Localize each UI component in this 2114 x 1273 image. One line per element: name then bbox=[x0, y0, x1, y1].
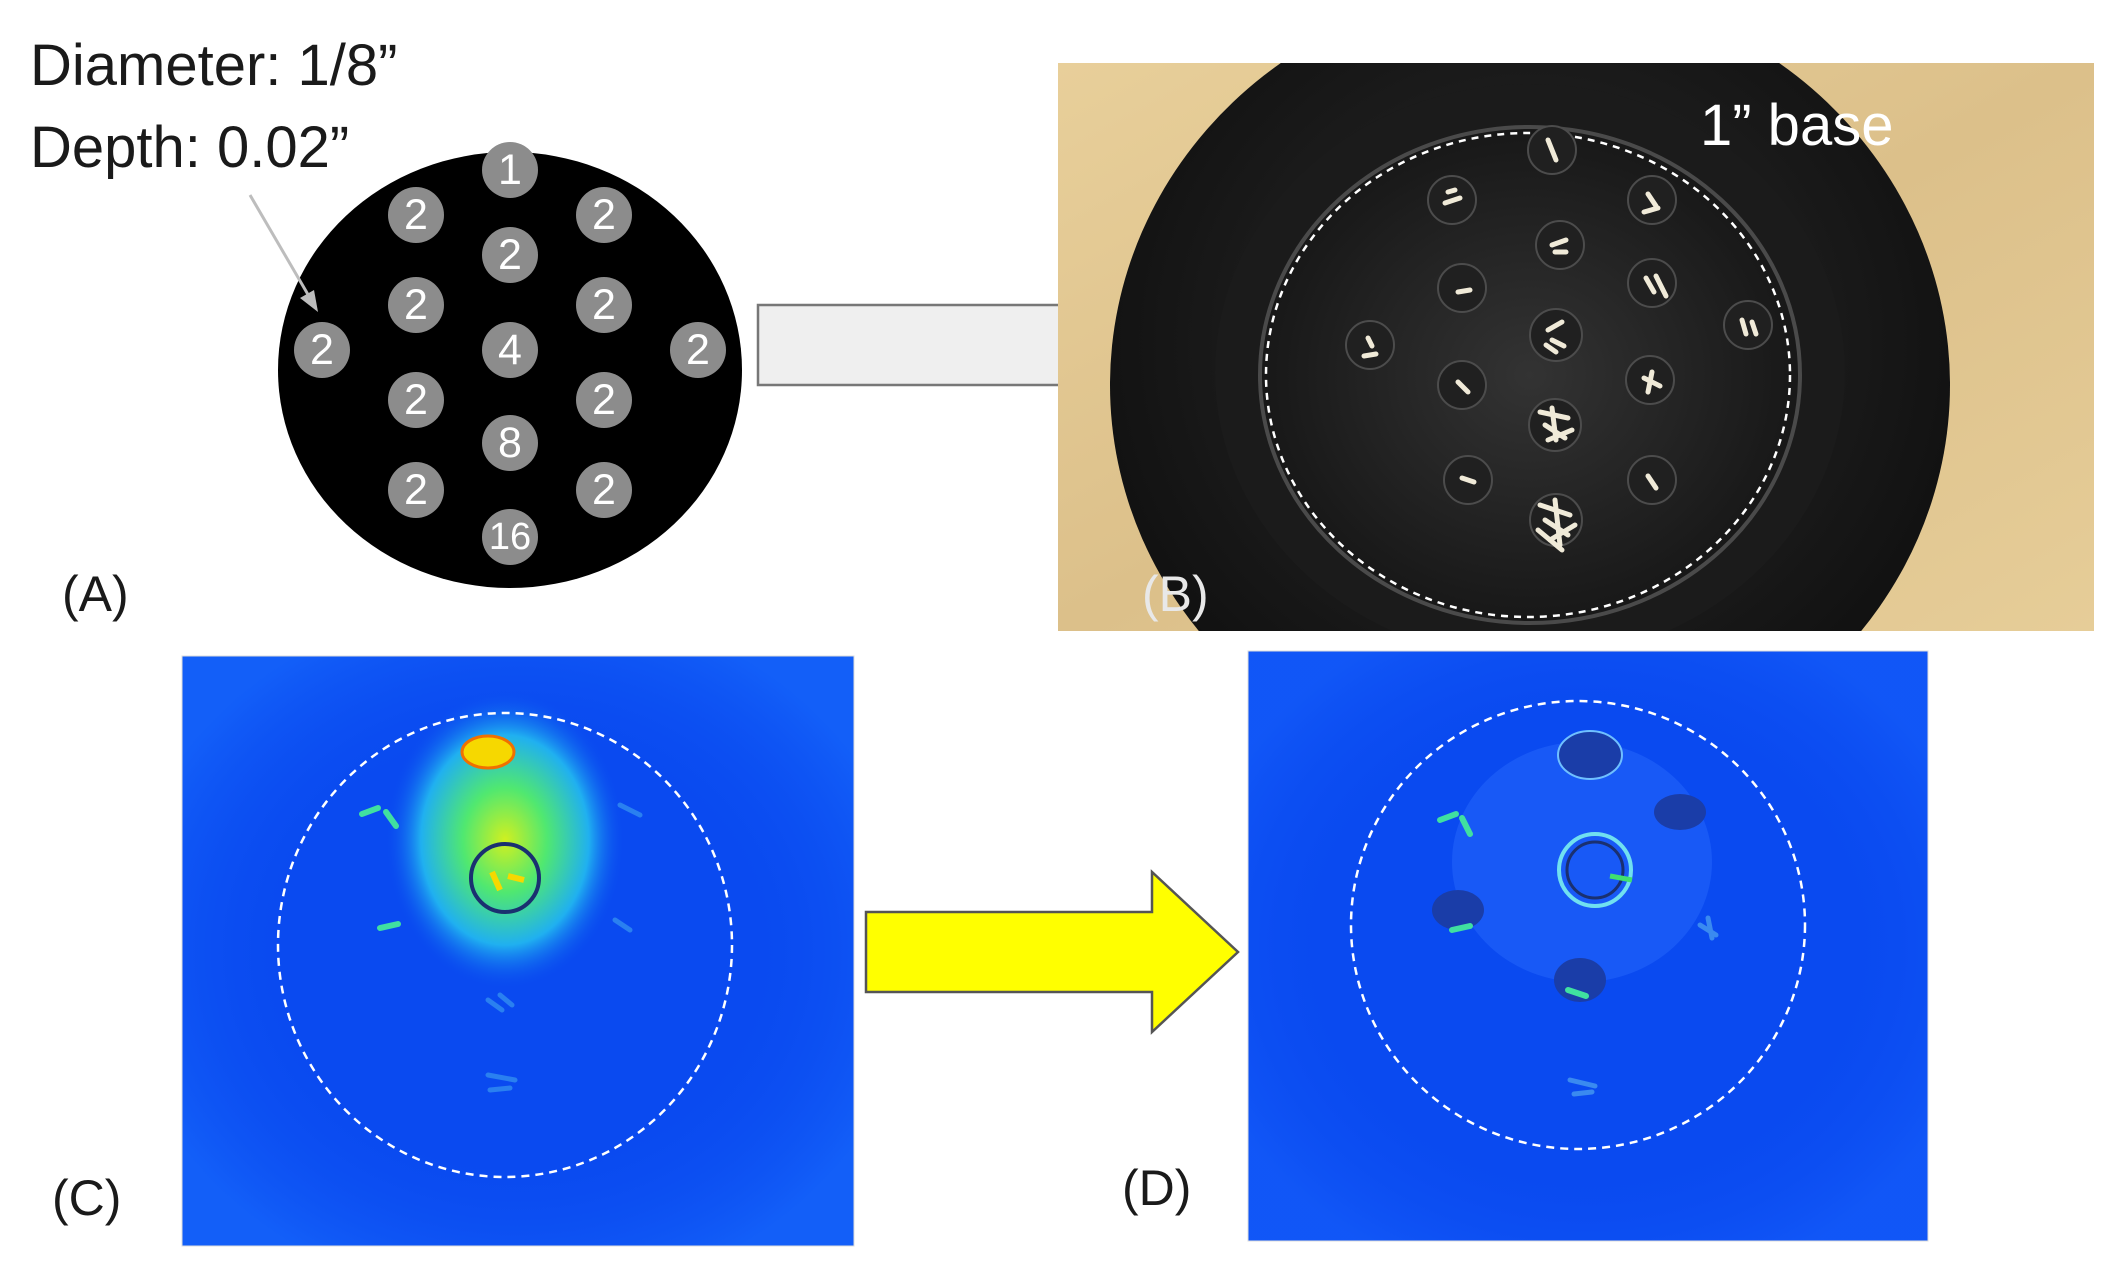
hole-count-marker: 2 bbox=[294, 322, 350, 378]
hole-count-marker: 2 bbox=[576, 462, 632, 518]
hole-count-marker: 2 bbox=[388, 372, 444, 428]
hole-count-marker: 2 bbox=[576, 277, 632, 333]
hole-count-marker: 8 bbox=[482, 415, 538, 471]
hole-count-marker: 1 bbox=[482, 142, 538, 198]
hole-count-marker: 2 bbox=[576, 372, 632, 428]
hole-count-marker: 2 bbox=[670, 322, 726, 378]
diameter-annotation: Diameter: 1/8” bbox=[30, 33, 398, 98]
base-size-label: 1” base bbox=[1700, 93, 1894, 158]
hole-count-marker: 2 bbox=[388, 187, 444, 243]
depth-pointer-arrowhead bbox=[300, 290, 318, 312]
depth-annotation: Depth: 0.02” bbox=[30, 115, 350, 180]
hole-count-marker: 2 bbox=[388, 277, 444, 333]
hole-count-marker: 2 bbox=[576, 187, 632, 243]
hole-count-marker: 16 bbox=[482, 509, 538, 565]
hole-count-marker: 2 bbox=[482, 227, 538, 283]
hole-count-marker: 2 bbox=[388, 462, 444, 518]
depth-pointer-line bbox=[248, 194, 312, 299]
panel-label-a: (A) bbox=[62, 566, 129, 622]
panel-label-b: (B) bbox=[1142, 566, 1209, 622]
panel-label-c: (C) bbox=[52, 1170, 122, 1226]
hole-count-marker: 4 bbox=[482, 322, 538, 378]
panel-label-d: (D) bbox=[1122, 1160, 1192, 1216]
